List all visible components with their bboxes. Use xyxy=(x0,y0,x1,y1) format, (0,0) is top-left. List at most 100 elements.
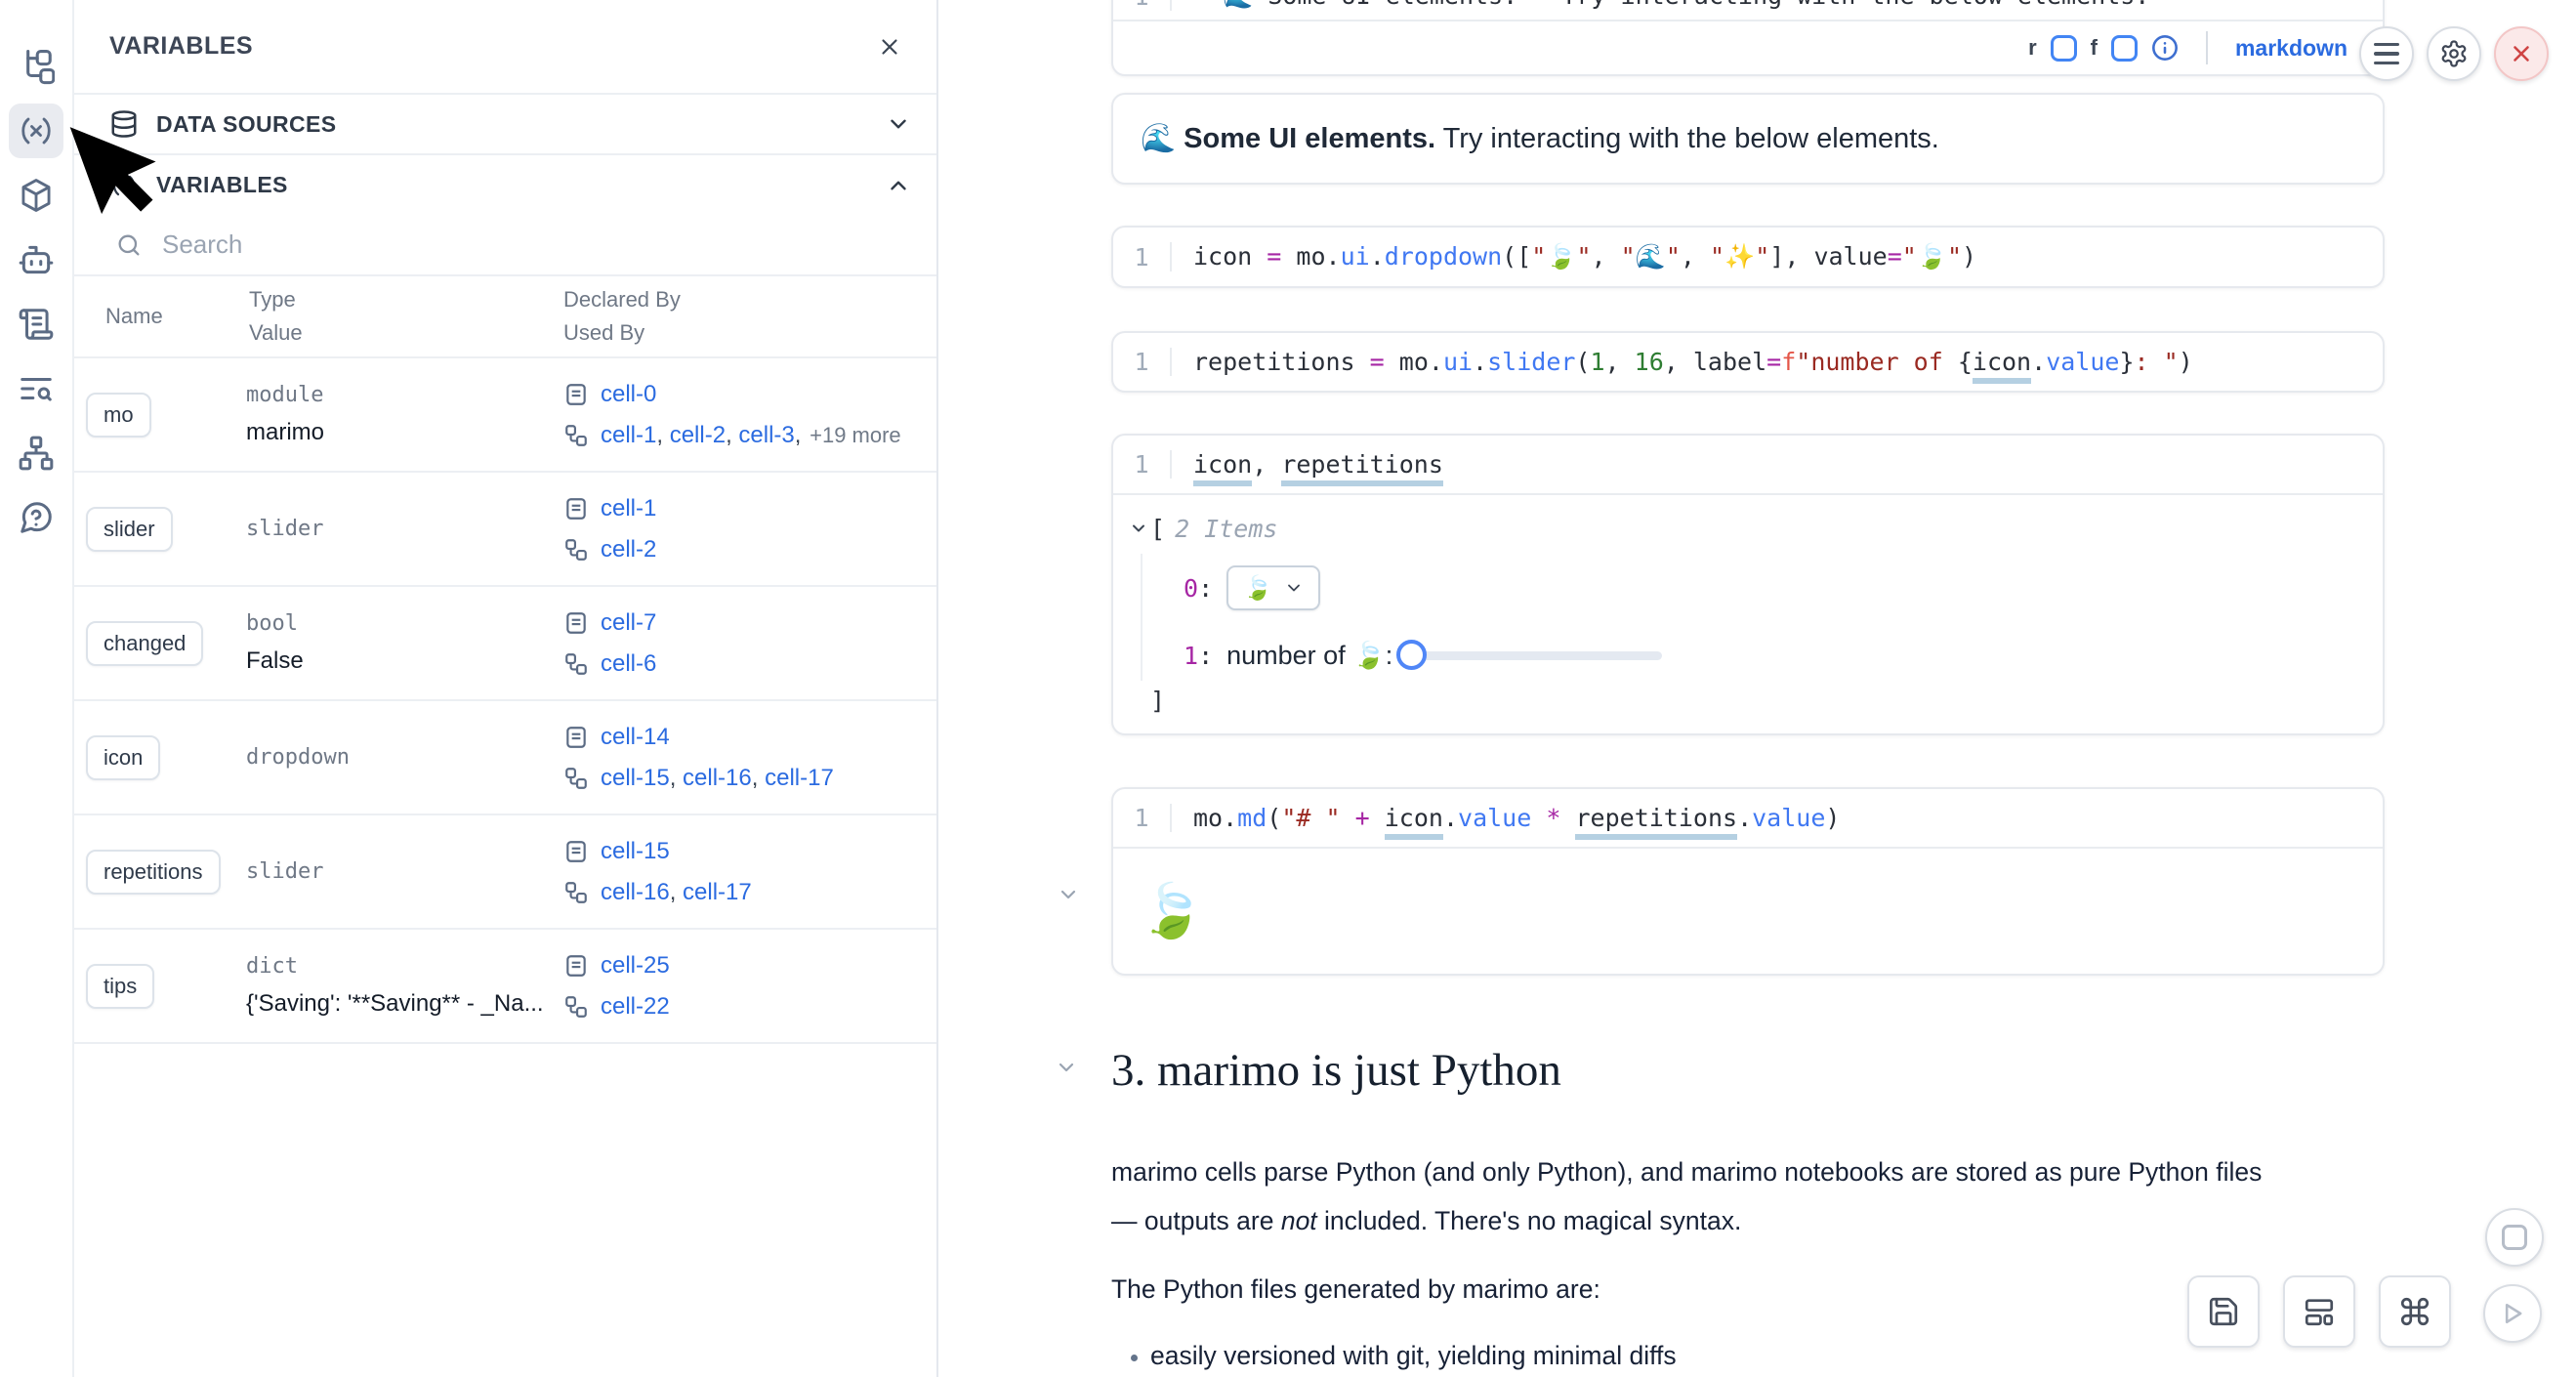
save-icon xyxy=(2209,1297,2238,1326)
repetitions-slider-control[interactable] xyxy=(1396,638,1663,673)
cell-link[interactable]: cell-7 xyxy=(601,608,657,636)
snippets-search-icon[interactable] xyxy=(9,361,63,416)
cell-link[interactable]: cell-1 xyxy=(601,421,657,448)
markdown-source-cell[interactable]: 1 **🌊 Some UI elements.** Try interactin… xyxy=(1111,0,2385,76)
help-icon[interactable] xyxy=(9,490,63,545)
line-number: 1 xyxy=(1134,242,1149,271)
cell-link[interactable]: cell-22 xyxy=(601,992,670,1020)
line-number: 1 xyxy=(1134,348,1149,376)
f-checkbox[interactable] xyxy=(2110,34,2138,62)
chevron-down-icon xyxy=(891,119,906,129)
variables-search-row xyxy=(74,215,936,276)
layout-icon xyxy=(2305,1299,2334,1326)
header-name: Name xyxy=(105,304,163,328)
declared-by-links: cell-1 xyxy=(601,495,656,522)
code-line[interactable]: icon, repetitions xyxy=(1170,450,1443,486)
data-sources-section-header[interactable]: DATA SOURCES xyxy=(74,95,936,155)
variable-value: {'Saving': '**Saving** - _Na... xyxy=(246,990,544,1017)
variable-name-badge[interactable]: repetitions xyxy=(86,849,221,895)
colon: : xyxy=(1198,641,1214,670)
cell-link[interactable]: cell-2 xyxy=(669,421,727,448)
slider-track[interactable] xyxy=(1410,651,1663,660)
variable-name-badge[interactable]: changed xyxy=(86,620,204,666)
variable-name-badge[interactable]: tips xyxy=(86,963,155,1009)
r-checkbox[interactable] xyxy=(2050,34,2077,62)
cell-link[interactable]: cell-6 xyxy=(601,649,657,677)
code-cell-icon-repetitions[interactable]: 1 icon, repetitions [ 2 Items 0 : xyxy=(1111,434,2385,735)
header-used-by: Used By xyxy=(563,320,645,345)
line-number: 1 xyxy=(1134,804,1149,832)
code-line[interactable]: mo.md("# " + icon.value * repetitions.va… xyxy=(1170,804,1840,840)
used-by-links: cell-22 xyxy=(601,993,670,1021)
usage-link-icon xyxy=(565,538,587,561)
paragraph-line: marimo cells parse Python (and only Pyth… xyxy=(1111,1157,2263,1187)
layout-button[interactable] xyxy=(2283,1275,2355,1348)
cell-link[interactable]: cell-16 xyxy=(683,764,752,791)
panel-close-icon[interactable] xyxy=(872,29,907,64)
usage-link-icon xyxy=(565,767,587,789)
code-cell-icon-dropdown[interactable]: 1 icon = mo.ui.dropdown(["🍃", "🌊", "✨"],… xyxy=(1111,226,2385,288)
run-all-button[interactable] xyxy=(2483,1284,2542,1343)
keyboard-shortcuts-button[interactable] xyxy=(2379,1275,2451,1348)
close-icon xyxy=(2514,46,2529,62)
tree-collapse-chevron[interactable] xyxy=(1129,519,1150,538)
section-collapse-chevron[interactable] xyxy=(1055,1056,1078,1084)
play-icon xyxy=(2505,1303,2522,1324)
variable-name-badge[interactable]: icon xyxy=(86,734,161,780)
panel-title: VARIABLES xyxy=(109,32,254,60)
line-number: 1 xyxy=(1113,0,1170,11)
hamburger-icon xyxy=(2374,42,2399,65)
cell-link[interactable]: cell-3 xyxy=(738,421,795,448)
output-collapse-chevron[interactable] xyxy=(1057,883,1080,911)
declared-by-links: cell-25 xyxy=(601,952,670,980)
md-output-bold: Some UI elements. xyxy=(1184,123,1436,154)
variables-icon[interactable] xyxy=(9,104,63,158)
cell-link[interactable]: cell-0 xyxy=(601,380,657,407)
notebook-menu-button[interactable] xyxy=(2359,26,2414,81)
cell-link[interactable]: cell-2 xyxy=(601,535,657,563)
logs-icon[interactable] xyxy=(9,297,63,352)
code-line[interactable]: icon = mo.ui.dropdown(["🍃", "🌊", "✨"], v… xyxy=(1170,242,1976,271)
cell-document-icon xyxy=(566,383,586,405)
file-tree-icon[interactable] xyxy=(9,39,63,94)
code-cell-mo-md[interactable]: 1 mo.md("# " + icon.value * repetitions.… xyxy=(1060,787,2385,976)
cell-document-icon xyxy=(566,726,586,748)
markdown-source-code[interactable]: **🌊 Some UI elements.** Try interacting … xyxy=(1170,0,2149,11)
f-toggle-label: f xyxy=(2090,35,2098,60)
bullet-item: easily versioned with git, yielding mini… xyxy=(1150,1332,2385,1377)
packages-icon[interactable] xyxy=(9,168,63,223)
slider-label: number of 🍃: xyxy=(1226,641,1393,670)
info-icon[interactable] xyxy=(2151,34,2179,62)
declared-by-links: cell-7 xyxy=(601,609,656,637)
variable-name-badge[interactable]: mo xyxy=(86,392,151,438)
variable-type: slider xyxy=(246,517,324,541)
app-view-button[interactable] xyxy=(2485,1208,2544,1267)
cell-link[interactable]: cell-1 xyxy=(601,494,657,522)
md-output-rest: Try interacting with the below elements. xyxy=(1435,123,1939,154)
save-button[interactable] xyxy=(2187,1275,2260,1348)
cell-link[interactable]: cell-17 xyxy=(765,764,834,791)
variables-table-header: Name Type Value Declared By Used By xyxy=(74,276,936,358)
search-input[interactable] xyxy=(162,230,911,260)
icon-dropdown-control[interactable]: 🍃 xyxy=(1226,565,1321,610)
leaf-emoji-output: 🍃 xyxy=(1139,881,1205,940)
code-line[interactable]: repetitions = mo.ui.slider(1, 16, label=… xyxy=(1170,348,2193,384)
cell-link[interactable]: cell-15 xyxy=(601,764,670,791)
cell-link[interactable]: cell-16 xyxy=(601,878,670,905)
code-cell-repetitions-slider[interactable]: 1 repetitions = mo.ui.slider(1, 16, labe… xyxy=(1111,331,2385,393)
variable-type: bool xyxy=(246,611,298,636)
language-toggle[interactable]: markdown xyxy=(2234,34,2347,61)
slider-knob[interactable] xyxy=(1396,640,1428,670)
variable-name-badge[interactable]: slider xyxy=(86,506,173,552)
cell-link[interactable]: cell-15 xyxy=(601,837,670,864)
cell-link[interactable]: cell-17 xyxy=(683,878,752,905)
settings-button[interactable] xyxy=(2427,26,2481,81)
dependency-graph-icon[interactable] xyxy=(9,426,63,480)
cell-document-icon xyxy=(566,497,586,520)
cell-link[interactable]: cell-25 xyxy=(601,951,670,979)
variables-panel: VARIABLES DATA SOURCES VARIABLES xyxy=(74,0,938,1377)
gear-icon xyxy=(2441,40,2467,67)
cell-link[interactable]: cell-14 xyxy=(601,723,670,750)
ai-assistant-icon[interactable] xyxy=(9,232,63,287)
shutdown-button[interactable] xyxy=(2494,26,2549,81)
